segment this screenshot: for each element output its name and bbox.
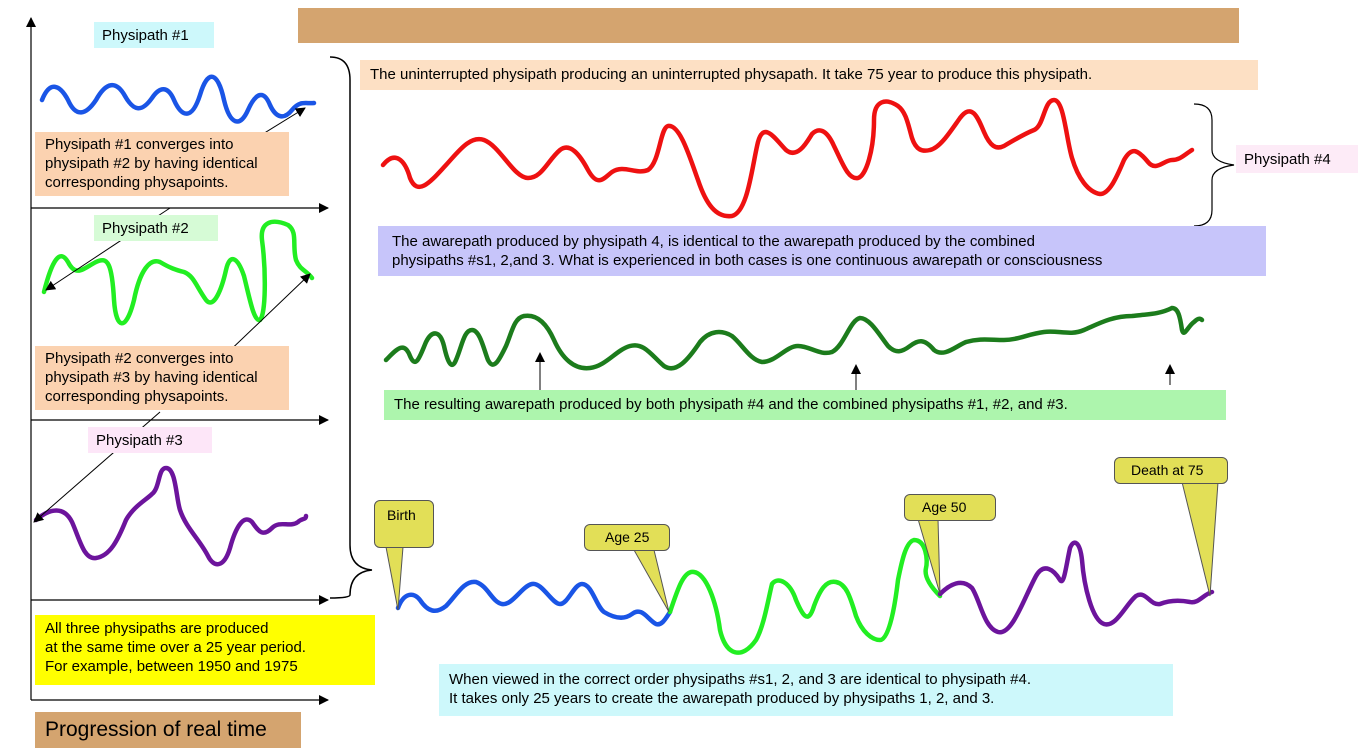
physipath3-curve	[33, 465, 309, 567]
all-three-line: at the same time over a 25 year period.	[45, 639, 306, 656]
birth-callout: Birth	[374, 500, 434, 548]
physipath1-label: Physipath #1	[94, 22, 214, 48]
physipath3-label: Physipath #3	[88, 427, 212, 453]
physipath2-label: Physipath #2	[94, 215, 218, 241]
physipath4-label: Physipath #4	[1236, 145, 1358, 173]
small-bracket	[1193, 103, 1235, 227]
awarepath-line: physipaths #s1, 2,and 3. What is experie…	[392, 252, 1103, 269]
resulting-awarepath-curve	[383, 305, 1205, 371]
all-three-line: All three physipaths are produced	[45, 620, 269, 637]
real-time-label: Progression of real time	[35, 712, 301, 748]
converge2-line: Physipath #2 converges into	[45, 350, 234, 367]
physipath2-curve	[41, 219, 315, 326]
resulting-note: The resulting awarepath produced by both…	[384, 390, 1226, 420]
death-callout: Death at 75	[1114, 457, 1228, 484]
connector-2-3-up	[219, 273, 311, 361]
correct-order-line: When viewed in the correct order physipa…	[449, 671, 1032, 688]
awarepath-note: The awarepath produced by physipath 4, i…	[378, 226, 1266, 276]
age25-callout-tail	[633, 549, 670, 613]
age25-callout: Age 25	[584, 524, 670, 551]
bottom-green-segment	[667, 537, 943, 655]
bottom-blue-segment	[395, 579, 673, 627]
converge2-line: corresponding physapoints.	[45, 388, 229, 405]
big-bracket	[329, 56, 373, 599]
top-bar	[298, 8, 1239, 43]
bottom-purple-segment	[937, 540, 1215, 635]
converge1-line: Physipath #1 converges into	[45, 136, 234, 153]
converge2-note: Physipath #2 converges into physipath #3…	[35, 346, 289, 410]
death-callout-tail	[1181, 481, 1219, 597]
awarepath-line: The awarepath produced by physipath 4, i…	[392, 233, 1035, 250]
physipath4-curve	[380, 97, 1195, 219]
converge1-note: Physipath #1 converges into physipath #2…	[35, 132, 289, 196]
correct-order-note: When viewed in the correct order physipa…	[439, 664, 1173, 716]
physipath1-curve	[39, 74, 317, 124]
converge1-line: physipath #2 by having identical	[45, 155, 258, 172]
uninterrupted-note: The uninterrupted physipath producing an…	[360, 60, 1258, 90]
all-three-note: All three physipaths are produced at the…	[35, 615, 375, 685]
converge2-line: physipath #3 by having identical	[45, 369, 258, 386]
converge1-line: corresponding physapoints.	[45, 174, 229, 191]
all-three-line: For example, between 1950 and 1975	[45, 658, 298, 675]
correct-order-line: It takes only 25 years to create the awa…	[449, 690, 995, 707]
age50-callout: Age 50	[904, 494, 996, 521]
